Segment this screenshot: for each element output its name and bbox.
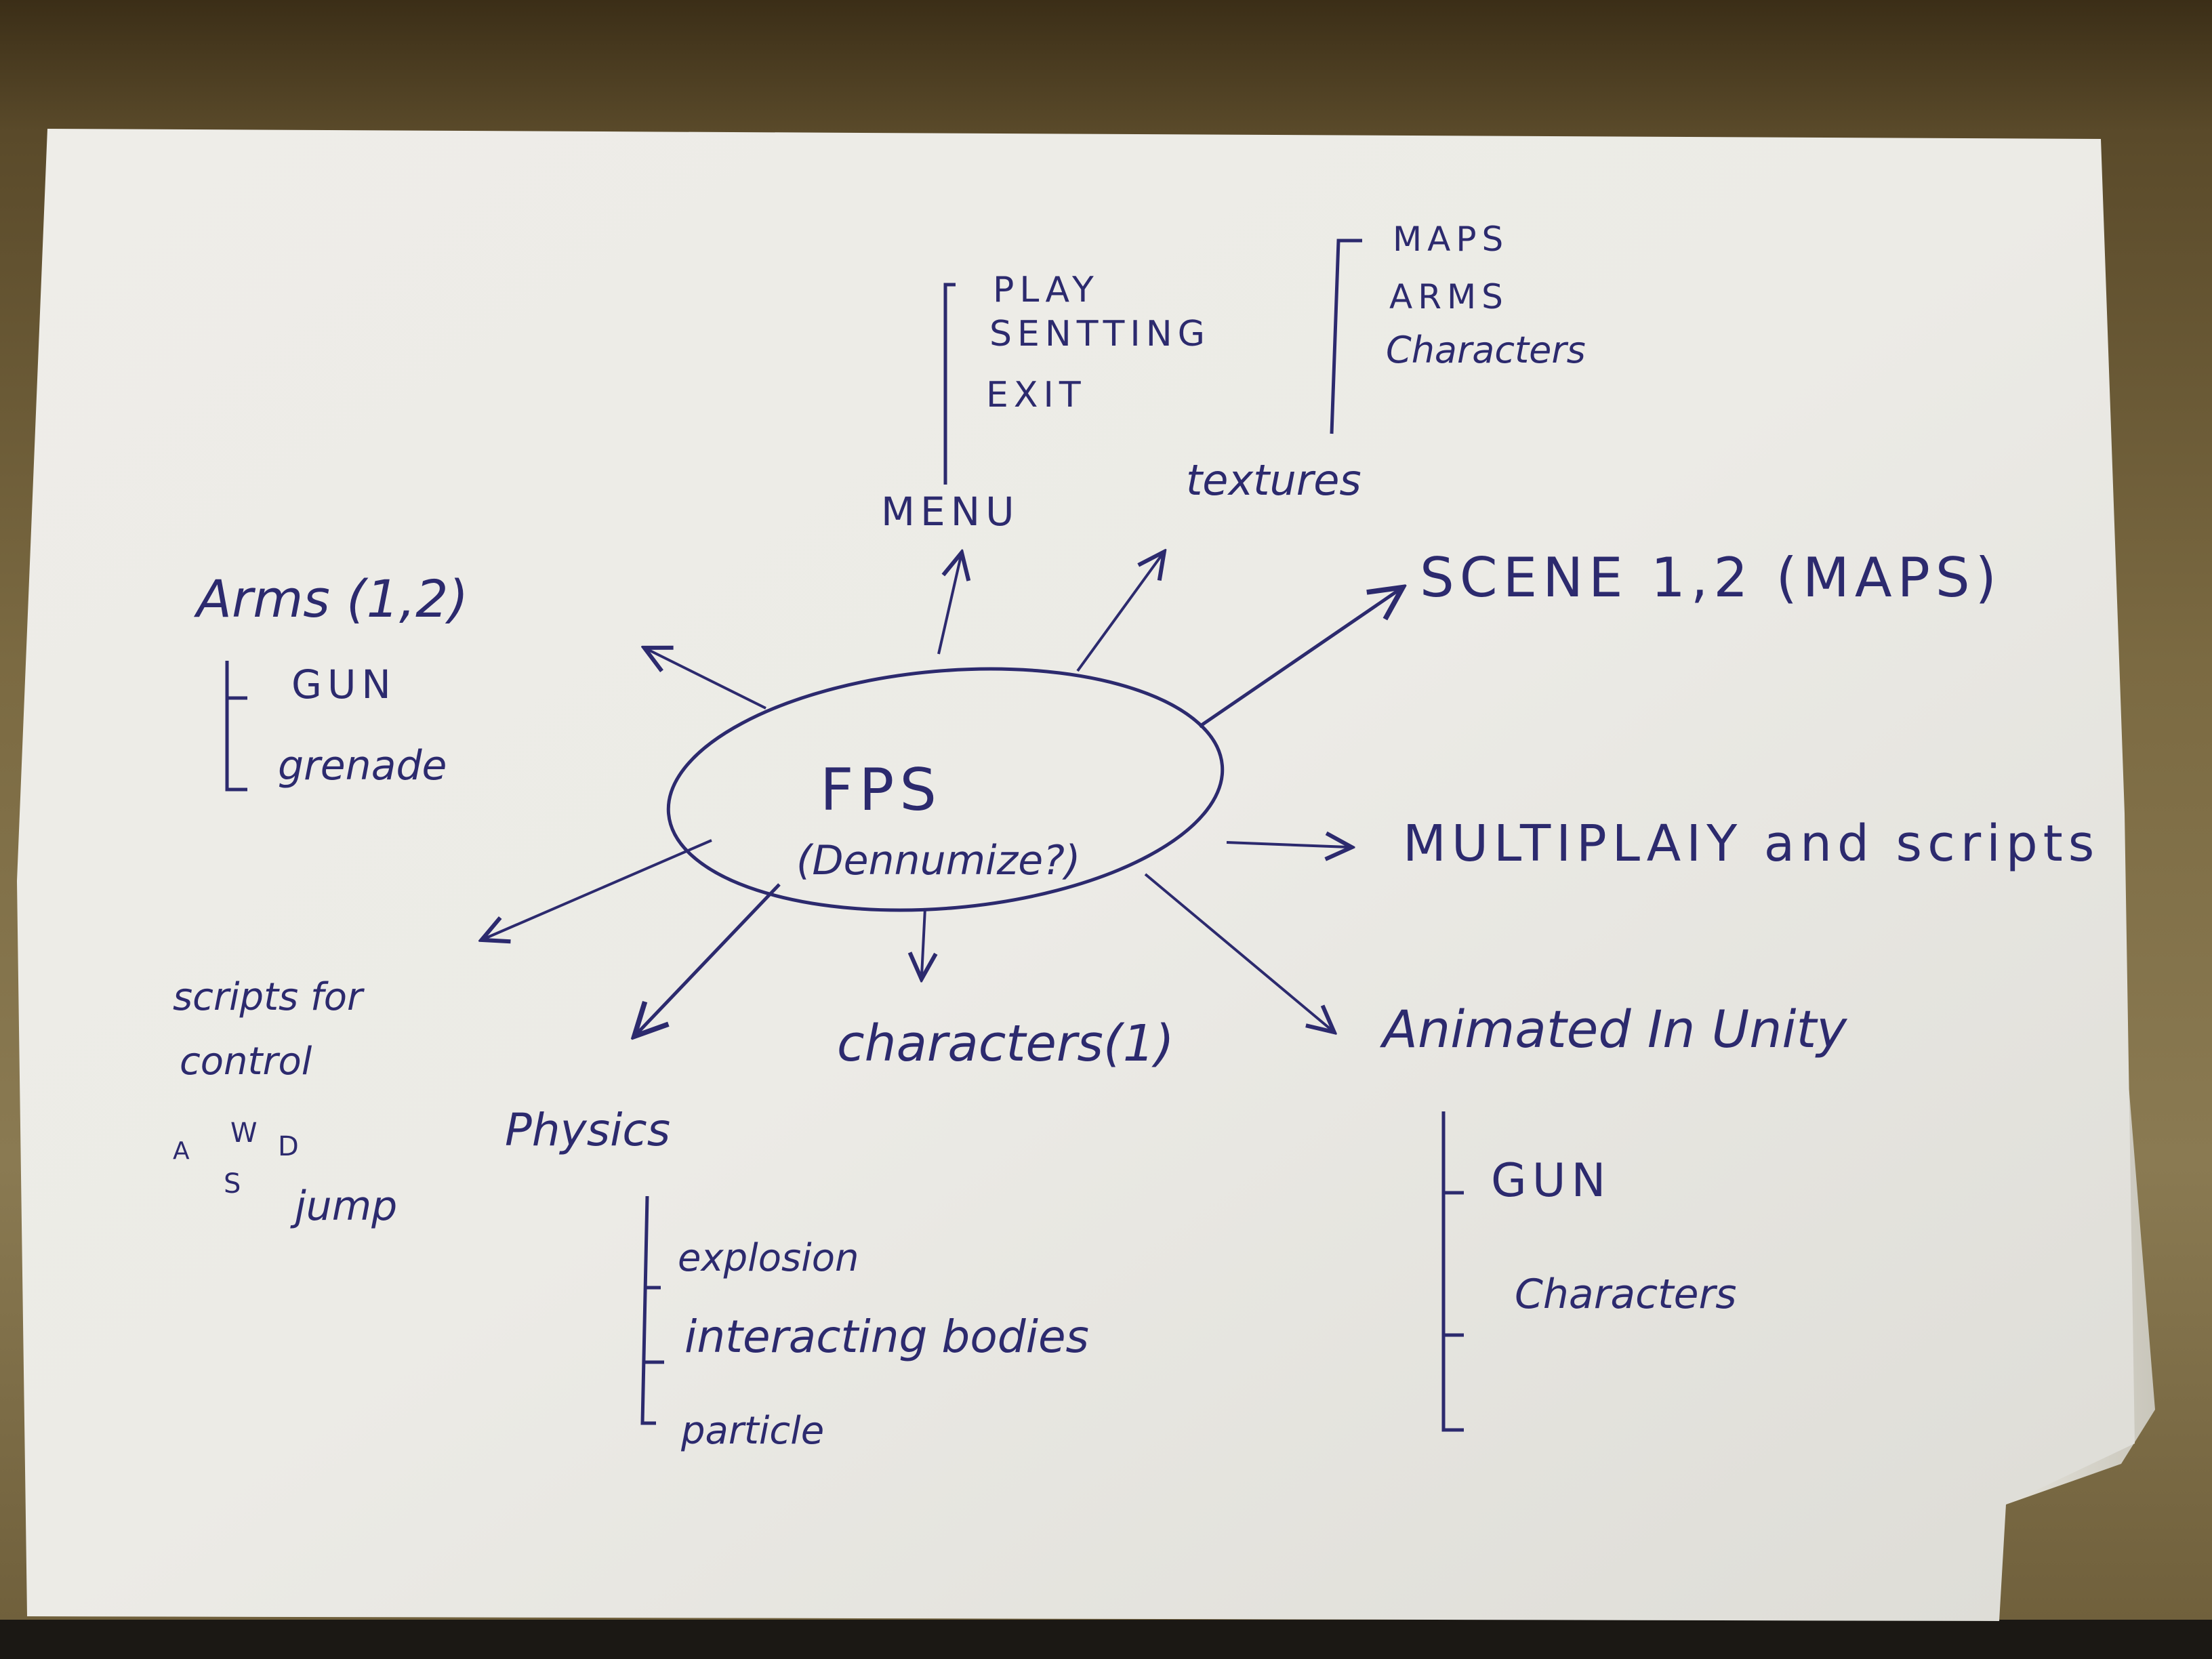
textures-item-maps: MAPS [1393,220,1509,259]
animated-item-gun: GUN [1491,1154,1611,1208]
arms-item-gun: GUN [291,661,396,708]
physics-bracket [640,1195,664,1425]
physics-item-explosion: explosion [678,1236,859,1280]
textures-label: textures [1186,455,1361,505]
arms-label: Arms (1,2) [193,569,468,629]
center-subtitle: (Dennumize?) [796,837,1080,884]
arrow-to-multiplay [1226,842,1349,847]
key-w: W [230,1118,258,1149]
arms-item-grenade: grenade [278,742,447,790]
key-s: S [224,1168,241,1200]
animated-bracket [1441,1111,1464,1432]
physics-item-interacting: interacting bodies [684,1311,1089,1363]
scripts-label-line2: control [180,1040,312,1084]
arrow-to-menu [937,556,961,655]
arms-bracket [225,661,247,792]
center-title: FPS [820,756,942,824]
arrow-to-scene [1198,590,1399,729]
menu-bracket [943,283,956,485]
paper-sheet [17,129,2135,1621]
animated-item-characters: Characters [1515,1271,1736,1318]
physics-item-particle: particle [680,1409,824,1453]
scripts-label-line1: scripts for [173,975,365,1019]
menu-item-play: PLAY [993,270,1099,310]
textures-item-arms: ARMS [1389,277,1509,316]
key-jump: jump [290,1183,397,1230]
menu-label: MENU [881,489,1020,535]
characters-label: characters(1) [837,1015,1174,1073]
scene-label: SCENE 1,2 (MAPS) [1420,546,2002,609]
arrow-to-textures [1076,554,1162,672]
arrow-to-physics [637,883,781,1033]
textures-item-characters: Characters [1386,329,1586,371]
animated-label: Animated In Unity [1379,999,1847,1059]
textures-bracket [1330,239,1362,434]
menu-item-setting: SENTTING [989,314,1210,354]
key-a: A [173,1137,190,1165]
key-d: D [278,1131,299,1162]
arrow-to-characters [922,907,925,976]
physics-label: Physics [505,1104,670,1156]
arrow-to-scripts [485,839,712,939]
arrow-to-arms [647,649,766,710]
menu-item-exit: EXIT [986,375,1086,415]
arrow-to-animated [1144,873,1332,1030]
multiplay-label: MULTIPLAIY and scripts [1403,815,2100,873]
center-ellipse [666,667,1225,912]
table-bottom-edge [0,1620,2212,1659]
